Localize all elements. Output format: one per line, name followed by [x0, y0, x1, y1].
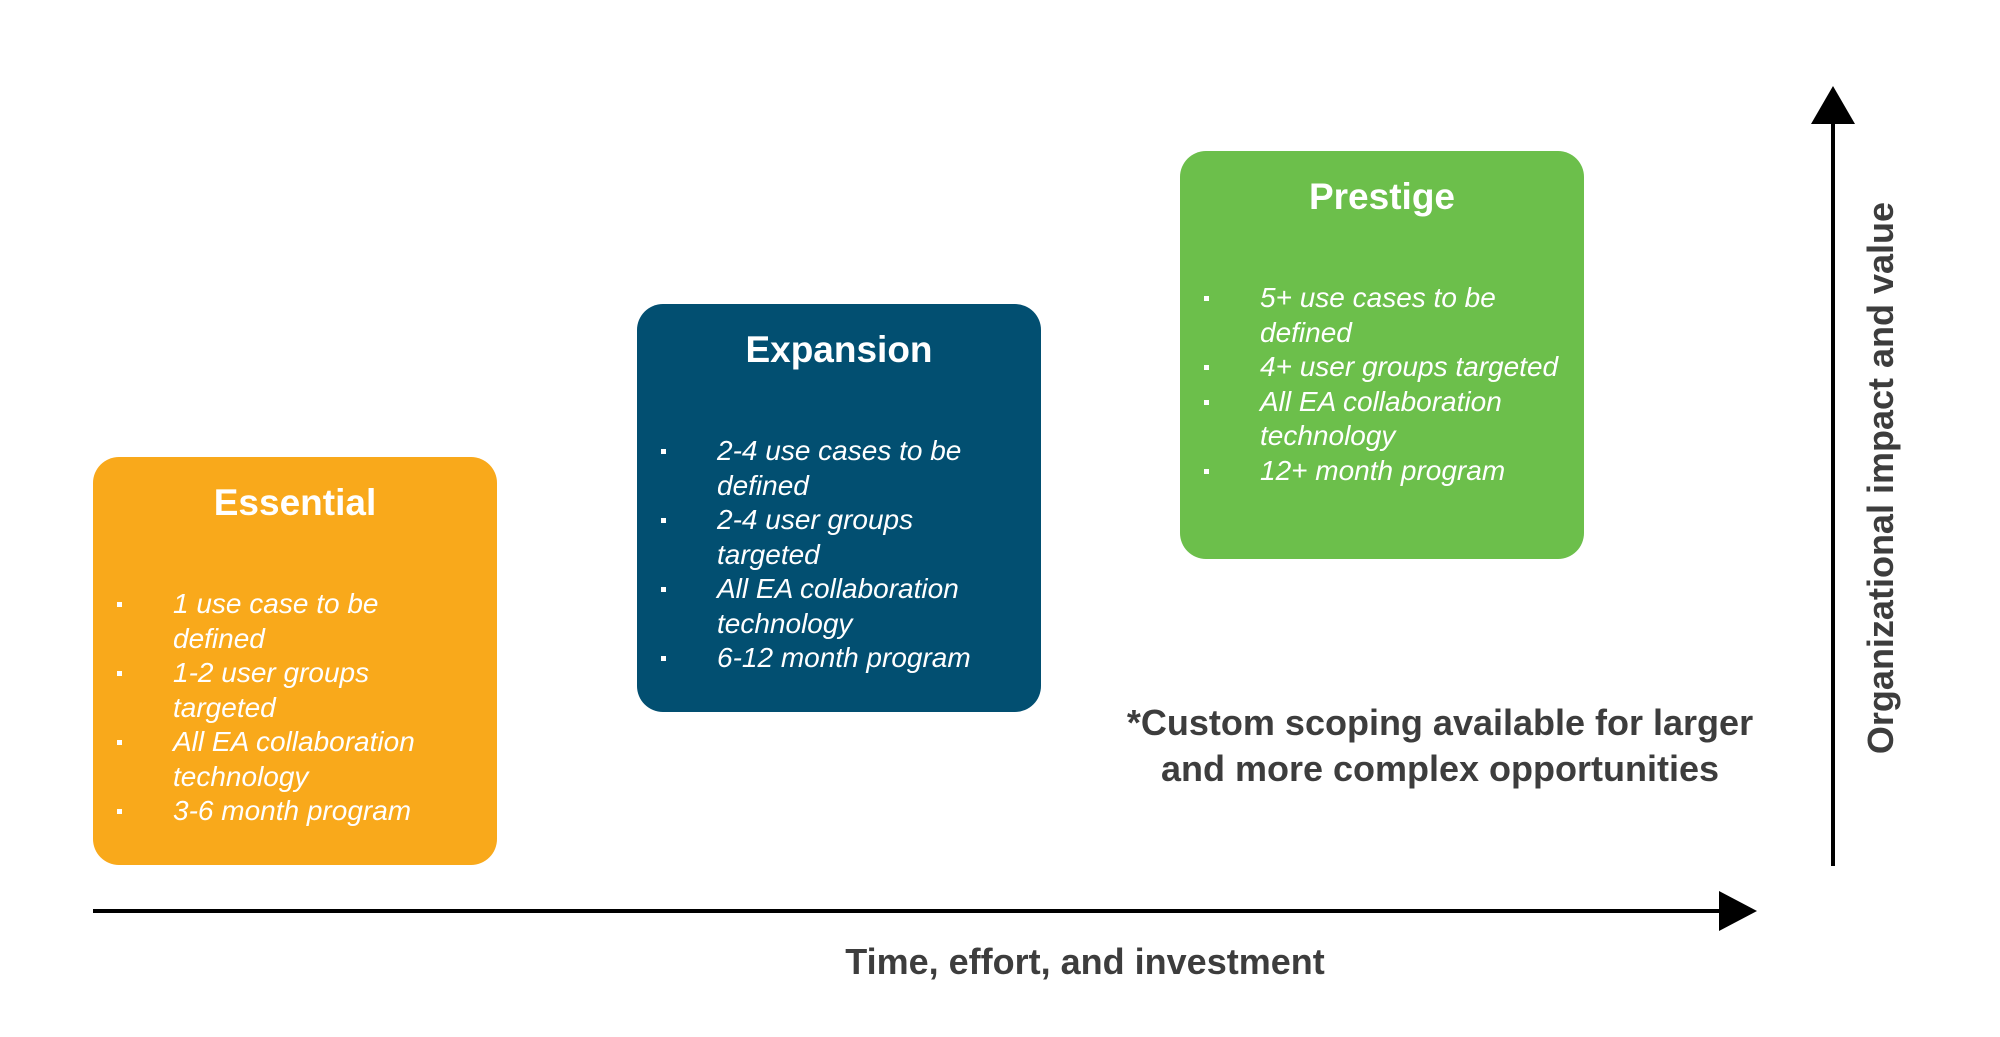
tier-item: 3-6 month program: [93, 794, 497, 829]
tier-item-text: All EA collaboration technology: [173, 726, 415, 792]
tier-item-text: 1-2 user groups targeted: [173, 657, 370, 723]
tier-item: All EA collaboration technology: [637, 572, 1041, 641]
x-axis-label: Time, effort, and investment: [845, 941, 1325, 982]
tier-title-expansion: Expansion: [745, 329, 933, 370]
tier-item: 1-2 user groups targeted: [93, 656, 497, 725]
bullet-icon: [661, 587, 666, 592]
tier-item-text: 2-4 user groups targeted: [717, 504, 914, 570]
tier-item-text: All EA collaboration technology: [717, 573, 959, 639]
tier-item-text: 6-12 month program: [717, 642, 971, 673]
tier-item-text: 1 use case to be defined: [173, 588, 379, 654]
tier-box-essential: Essential 1 use case to be defined 1-2 u…: [93, 457, 497, 865]
tier-list-prestige: 5+ use cases to be defined 4+ user group…: [1180, 281, 1584, 488]
tier-item: 12+ month program: [1180, 454, 1584, 489]
y-axis-line: [1831, 118, 1835, 866]
tier-list-essential: 1 use case to be defined 1-2 user groups…: [93, 587, 497, 829]
bullet-icon: [661, 656, 666, 661]
bullet-icon: [117, 740, 122, 745]
tier-item: All EA collaboration technology: [1180, 385, 1584, 454]
tier-item: 2-4 user groups targeted: [637, 503, 1041, 572]
tier-item-text: 12+ month program: [1260, 454, 1506, 486]
custom-scoping-note: *Custom scoping available for larger and…: [1126, 702, 1754, 789]
bullet-icon: [1204, 399, 1209, 405]
tier-title-prestige: Prestige: [1308, 176, 1455, 217]
bullet-icon: [117, 671, 122, 676]
tier-item: 1 use case to be defined: [93, 587, 497, 656]
tier-title-essential: Essential: [213, 482, 377, 523]
tier-item-text: 2-4 use cases to be defined: [717, 435, 962, 501]
bullet-icon: [1204, 296, 1209, 301]
bullet-icon: [1204, 365, 1209, 370]
tier-item-text: 5+ use cases to be defined: [1260, 282, 1496, 348]
tier-item-text: 4+ user groups targeted: [1260, 351, 1559, 382]
bullet-icon: [1204, 468, 1209, 474]
tier-item: All EA collaboration technology: [93, 725, 497, 794]
tier-item: 4+ user groups targeted: [1180, 350, 1584, 385]
tier-item-text: All EA collaboration technology: [1260, 385, 1502, 452]
x-axis-arrow-icon: [1719, 891, 1757, 931]
tier-item: 5+ use cases to be defined: [1180, 281, 1584, 350]
x-axis-line: [93, 909, 1723, 913]
bullet-icon: [661, 449, 666, 454]
bullet-icon: [661, 518, 666, 523]
tier-box-prestige: Prestige 5+ use cases to be defined 4+ u…: [1180, 151, 1584, 559]
bullet-icon: [117, 809, 122, 814]
tier-box-expansion: Expansion 2-4 use cases to be defined 2-…: [637, 304, 1041, 712]
y-axis-arrow-icon: [1811, 86, 1855, 124]
y-axis-label: Organizational impact and value: [1860, 201, 1901, 755]
tier-list-expansion: 2-4 use cases to be defined 2-4 user gro…: [637, 434, 1041, 676]
tier-item: 2-4 use cases to be defined: [637, 434, 1041, 503]
bullet-icon: [117, 602, 122, 607]
tier-item: 6-12 month program: [637, 641, 1041, 676]
tier-item-text: 3-6 month program: [173, 795, 412, 826]
